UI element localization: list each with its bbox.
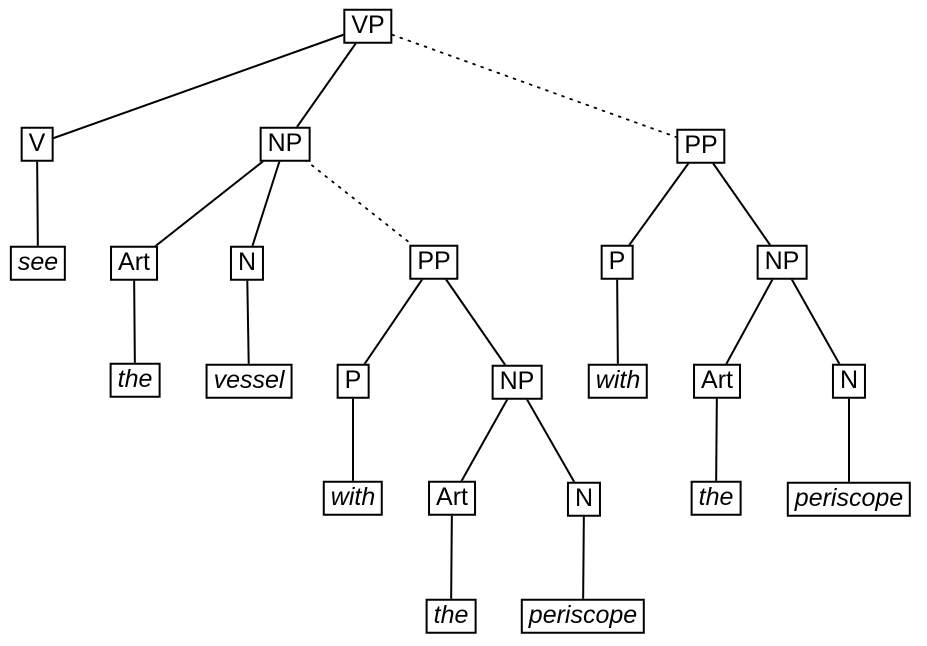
tree-edge-np-2-n-2: [781, 261, 850, 382]
tree-edge-art-1-the-1: [133, 262, 136, 381]
tree-edge-pp-2-p-2: [616, 145, 702, 263]
tree-node-np-1: NP: [259, 126, 311, 162]
tree-edge-n-3-periscope-1: [582, 498, 585, 617]
tree-node-see: see: [9, 245, 67, 281]
tree-node-art-3: Art: [428, 480, 476, 516]
tree-edge-np-3-art-3: [451, 381, 518, 499]
tree-edge-v-see: [36, 143, 39, 264]
tree-node-n-3: N: [566, 481, 602, 517]
tree-node-the-1: the: [109, 362, 161, 398]
tree-edge-pp-2-np-2: [700, 145, 783, 263]
tree-node-pp-1: PP: [409, 244, 459, 280]
tree-node-pp-2: PP: [676, 128, 726, 164]
tree-edge-pp-1-np-3: [433, 261, 518, 383]
tree-edge-art-3-the-3: [450, 497, 453, 617]
tree-edge-np-3-n-3: [516, 381, 585, 500]
tree-node-p-1: P: [336, 363, 370, 399]
tree-edge-p-2-with-2: [616, 261, 619, 382]
tree-node-n-1: N: [229, 245, 265, 281]
tree-edge-np-1-pp-1: [284, 143, 435, 263]
tree-node-n-2: N: [831, 363, 867, 399]
tree-edge-art-2-the-2: [715, 380, 718, 499]
tree-edge-np-2-art-2: [716, 261, 783, 382]
tree-node-np-2: NP: [756, 244, 808, 280]
tree-node-art-1: Art: [110, 245, 158, 281]
tree-edge-vp-v: [36, 25, 369, 145]
tree-edge-vp-pp-2: [367, 25, 702, 147]
tree-edge-vp-np-1: [284, 25, 369, 145]
tree-node-p-2: P: [600, 244, 634, 280]
tree-node-the-3: the: [425, 598, 477, 634]
tree-edge-np-1-art-1: [133, 143, 286, 264]
tree-node-periscope-1: periscope: [520, 598, 646, 634]
tree-node-vessel: vessel: [205, 363, 293, 399]
tree-edge-pp-1-p-1: [352, 261, 435, 382]
tree-node-the-2: the: [690, 480, 742, 516]
tree-node-vp: VP: [343, 8, 393, 44]
tree-node-with-1: with: [322, 480, 384, 516]
tree-node-art-2: Art: [693, 363, 741, 399]
tree-node-np-3: NP: [491, 364, 543, 400]
tree-node-with-2: with: [587, 363, 649, 399]
tree-edge-np-1-n-1: [246, 143, 286, 264]
tree-edge-n-1-vessel: [246, 262, 250, 382]
tree-node-periscope-2: periscope: [786, 481, 912, 517]
tree-node-v: V: [20, 126, 54, 162]
